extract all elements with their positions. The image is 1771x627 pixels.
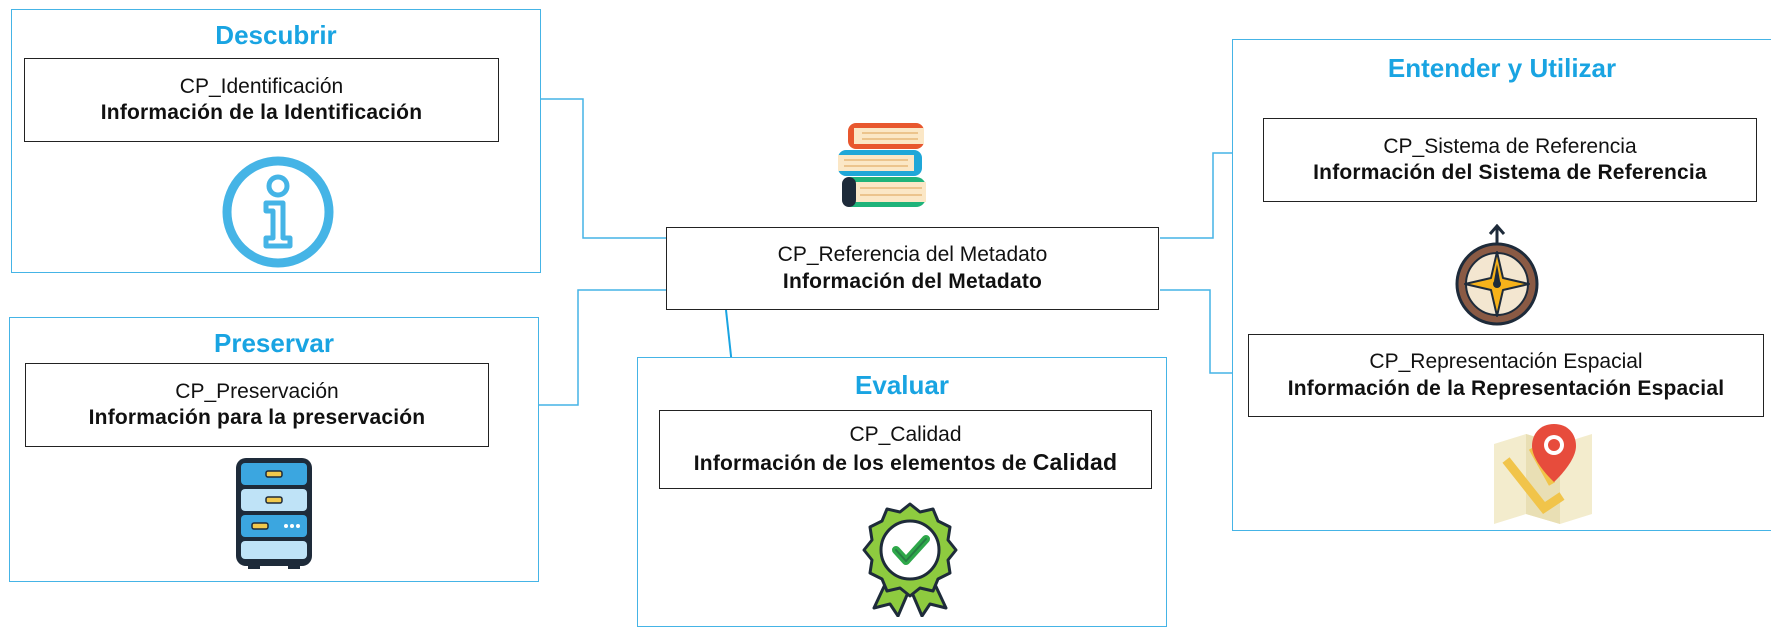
box-code: CP_Identificación: [179, 74, 344, 98]
box-espacial: CP_Representación Espacial Información d…: [1248, 334, 1764, 417]
box-info-text: Información de los elementos de: [693, 452, 1033, 475]
box-info: Información de los elementos de Calidad: [694, 448, 1117, 477]
box-info: Información de la Representación Espacia…: [1287, 376, 1725, 400]
box-calidad: CP_Calidad Información de los elementos …: [659, 410, 1152, 489]
quality-badge-icon: [862, 502, 958, 617]
box-code: CP_Calidad: [849, 422, 962, 446]
box-info-emphasis: Calidad: [1032, 449, 1118, 475]
box-code: CP_Referencia del Metadato: [777, 243, 1048, 267]
compass-icon: [1455, 224, 1539, 326]
box-referencia: CP_Sistema de Referencia Información del…: [1263, 118, 1757, 202]
box-info: Información del Metadato: [782, 269, 1043, 293]
group-title-evaluar: Evaluar: [855, 370, 949, 400]
group-title-entender: Entender y Utilizar: [1387, 53, 1617, 83]
server-icon: [236, 458, 312, 569]
books-icon: [838, 123, 926, 207]
group-title-descubrir: Descubrir: [215, 20, 337, 50]
box-info: Información de la Identificación: [100, 101, 423, 124]
box-info: Información para la preservación: [88, 406, 426, 429]
box-info: Información del Sistema de Referencia: [1313, 161, 1707, 184]
box-identificacion: CP_Identificación Información de la Iden…: [24, 58, 499, 142]
map-pin-icon: [1494, 424, 1592, 524]
box-code: CP_Representación Espacial: [1369, 350, 1643, 374]
box-preservacion: CP_Preservación Información para la pres…: [25, 363, 489, 447]
group-title-preservar: Preservar: [214, 328, 334, 358]
box-code: CP_Sistema de Referencia: [1383, 134, 1637, 158]
box-metadato: CP_Referencia del Metadato Información d…: [666, 227, 1159, 310]
box-code: CP_Preservación: [175, 379, 339, 403]
info-icon: [222, 156, 334, 268]
